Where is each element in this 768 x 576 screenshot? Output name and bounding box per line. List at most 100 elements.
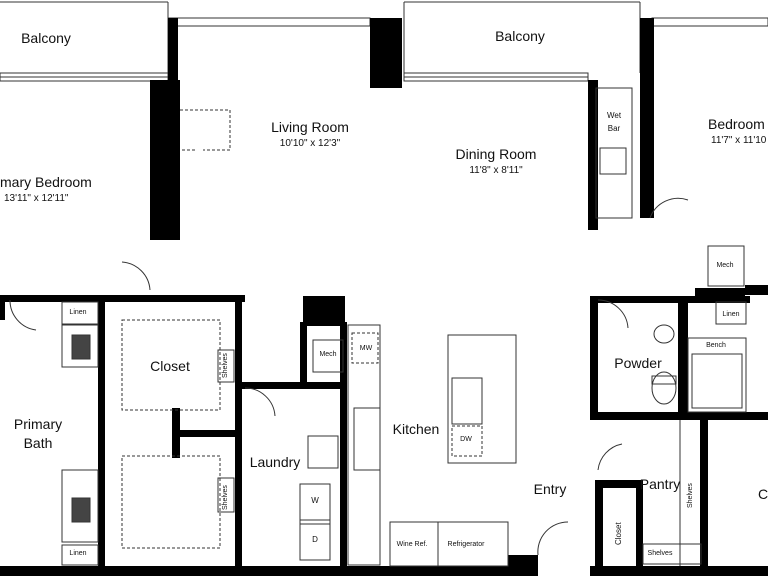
room-balcony-right: Balcony [495, 28, 545, 44]
washer [299, 483, 331, 525]
sink-top [71, 334, 91, 360]
room-pantry: Pantry [639, 476, 681, 492]
wall-powder-top [590, 296, 750, 303]
door-swing-laundry [244, 387, 276, 417]
window-bedroom-top [651, 17, 768, 27]
wet-bar-label-line2: Bar [607, 124, 621, 133]
mech-bedroom-box [707, 245, 745, 287]
wall-bottom [0, 566, 510, 576]
room-closet: Closet [150, 358, 190, 374]
room-bedroom: Bedroom [708, 116, 765, 132]
wall-living-mid [370, 18, 402, 88]
wall-powder-left [590, 296, 598, 416]
window-living-top [167, 17, 371, 27]
door-swing-pantry [597, 443, 623, 471]
room-living-room: Living Room [271, 119, 349, 135]
linen-label-bottom: Linen [69, 550, 87, 557]
door-swing-entry [537, 521, 569, 556]
primary-bedroom-dimensions: 13'11" x 12'11" [4, 193, 69, 204]
living-room-dimensions: 10'10" x 12'3" [279, 138, 341, 149]
wall-fireplace [150, 80, 180, 240]
wall-laundry-h [240, 382, 345, 389]
wall-bottom-right [590, 566, 768, 576]
room-primary-bedroom: mary Bedroom [0, 174, 92, 190]
dryer-label: D [312, 535, 318, 544]
vanity-bottom [61, 469, 99, 543]
pantry-shelves-box [642, 543, 702, 565]
linen-top-box [61, 301, 99, 325]
dining-room-dimensions: 11'8" x 8'11" [469, 165, 523, 176]
shelves-a [217, 349, 235, 383]
dryer [299, 519, 331, 561]
door-swing-bedroom [649, 197, 689, 219]
wet-bar-label-line1: Wet [606, 111, 622, 120]
wall-closet-mid [172, 408, 180, 458]
wall-closet-left [98, 295, 105, 575]
wall-dining-right [588, 80, 598, 230]
wine-ref-label: Wine Ref. [396, 541, 428, 548]
dw-box [451, 425, 483, 457]
door-swing-bath [9, 299, 37, 331]
shower-inner [691, 353, 743, 409]
mw-label: MW [359, 345, 373, 352]
wall-pantry-closet-r [636, 480, 643, 576]
wall-closet-right [235, 295, 242, 575]
wall-living-left-top [168, 18, 178, 82]
mw-box [351, 332, 379, 364]
bedroom-dimensions: 11'7" x 11'10 [711, 135, 767, 146]
fixtures [9, 87, 747, 567]
island-sink [451, 377, 483, 425]
wetbar-box [595, 87, 633, 219]
wall-primary-bed-bottom [0, 295, 245, 302]
bottom-counter [389, 521, 509, 567]
door-swing-powder [597, 299, 629, 329]
dw-label: DW [460, 436, 472, 443]
wall-closet-mid-h [180, 430, 236, 437]
room-dining-room: Dining Room [455, 146, 537, 162]
fireplace-hearth [180, 109, 231, 151]
room-powder: Powder [614, 355, 662, 371]
closet-outline [121, 319, 221, 411]
closet-outline-2 [121, 455, 221, 549]
shelves-label-pantry-h: Shelves [647, 550, 673, 557]
wall-primary-left [0, 300, 5, 320]
fireplace-label: FIREPLACE [195, 103, 206, 160]
shelves-label-a: Shelves [222, 353, 229, 378]
kitchen-counter [347, 324, 381, 566]
room-primary-bath-line1: Primary [13, 416, 63, 432]
wetbar-sink [599, 147, 627, 175]
mech-label-laundry: Mech [319, 351, 337, 358]
linen-label-right: Linen [722, 311, 740, 318]
wall-bedroom-bottom [745, 285, 768, 295]
room-closet-small: Closet [614, 522, 623, 545]
shelves-label-pantry-v: Shelves [687, 483, 694, 508]
room-kitchen: Kitchen [392, 421, 440, 437]
refrigerator-label: Refrigerator [447, 541, 485, 548]
wall-entry-left [508, 555, 538, 576]
washer-label: W [311, 496, 319, 505]
sink-bottom [71, 497, 91, 523]
toilet [651, 371, 677, 405]
wall-mech-bottom [695, 288, 745, 296]
linen-right-box [715, 301, 747, 325]
wall-laundry-right [340, 322, 347, 576]
walls [0, 18, 768, 576]
mech-label-bedroom: Mech [716, 262, 734, 269]
wall-bedroom-top [640, 18, 654, 218]
wall-laundry-left [300, 322, 307, 382]
wall-right-col [700, 412, 708, 576]
room-cut-c: C [758, 486, 768, 502]
room-laundry: Laundry [249, 454, 301, 470]
shower [687, 337, 747, 413]
room-balcony-left: Balcony [21, 30, 71, 46]
room-entry: Entry [533, 481, 567, 497]
laundry-sink [307, 435, 339, 469]
range [353, 407, 381, 471]
shelves-label-b: Shelves [222, 485, 229, 510]
vanity-top [61, 324, 99, 368]
wall-powder-bottom [590, 412, 768, 420]
linen-bottom-box [61, 544, 99, 566]
linen-label-top: Linen [69, 309, 87, 316]
mech-laundry-box [312, 339, 344, 373]
